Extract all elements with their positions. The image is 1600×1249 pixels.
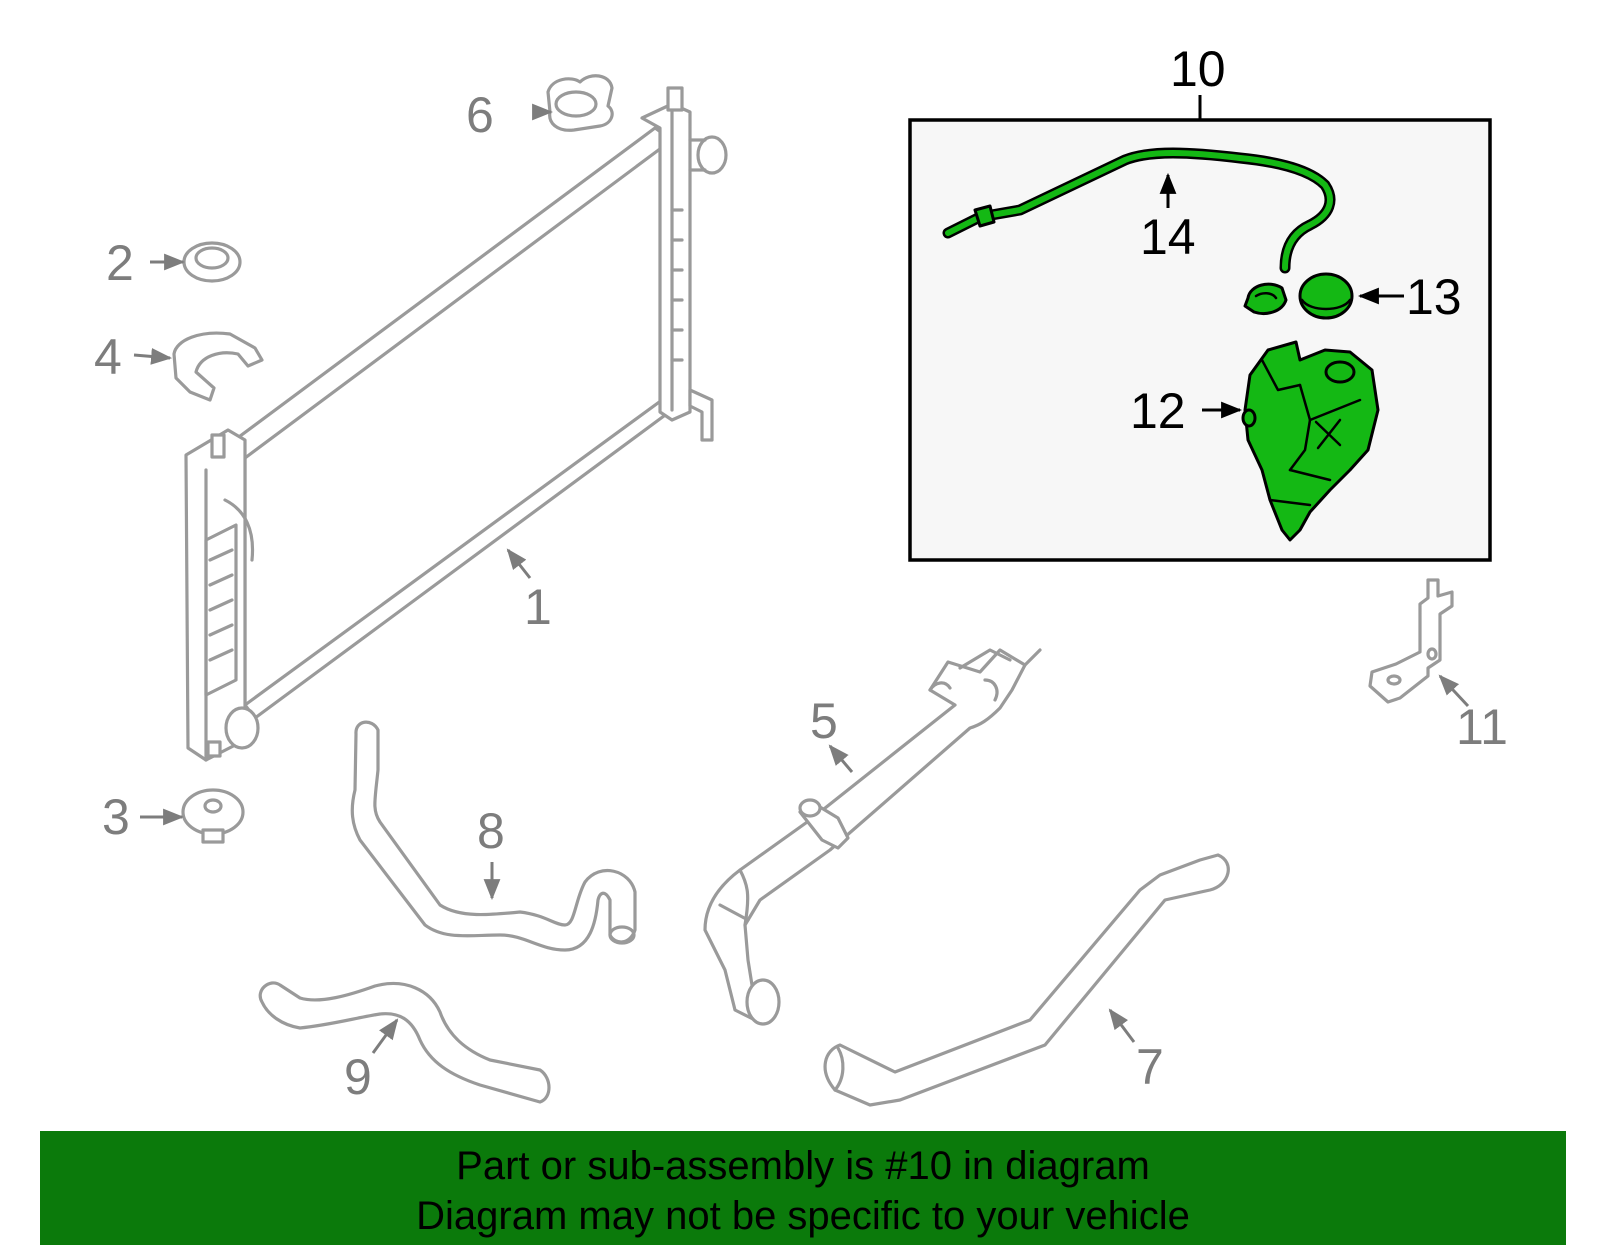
assembly-10-box (908, 118, 1492, 562)
grommet (182, 241, 242, 283)
callout-6: 6 (466, 87, 494, 143)
callout-12: 12 (1130, 383, 1186, 439)
banner-line-1: Part or sub-assembly is #10 in diagram (456, 1144, 1150, 1188)
radiator (184, 86, 728, 762)
callout-7: 7 (1136, 1039, 1164, 1095)
mount-bracket (172, 331, 264, 402)
lower-hose (823, 853, 1230, 1107)
reservoir-bracket (1368, 578, 1454, 704)
callout-13: 13 (1406, 269, 1462, 325)
callout-11: 11 (1456, 699, 1508, 755)
callout-9: 9 (344, 1049, 372, 1105)
coolant-reservoir (1241, 340, 1380, 542)
callout-3: 3 (102, 789, 130, 845)
callout-8: 8 (477, 803, 505, 859)
callout-5: 5 (810, 693, 838, 749)
banner-line-2: Diagram may not be specific to your vehi… (416, 1194, 1190, 1238)
callout-4: 4 (94, 329, 122, 385)
radiator-cap (546, 74, 614, 132)
callout-1: 1 (524, 579, 552, 635)
reservoir-cap (1298, 272, 1354, 320)
hose-clamp (1243, 282, 1288, 315)
callout-2: 2 (106, 235, 134, 291)
overflow-hose (942, 147, 1336, 274)
hose-8 (350, 720, 637, 952)
info-banner: Part or sub-assembly is #10 in diagram D… (40, 1131, 1566, 1245)
drain-plug (181, 788, 245, 844)
hose-9 (258, 981, 551, 1104)
callout-10: 10 (1170, 41, 1226, 97)
upper-hose (703, 648, 1042, 1026)
callout-14: 14 (1140, 209, 1196, 265)
